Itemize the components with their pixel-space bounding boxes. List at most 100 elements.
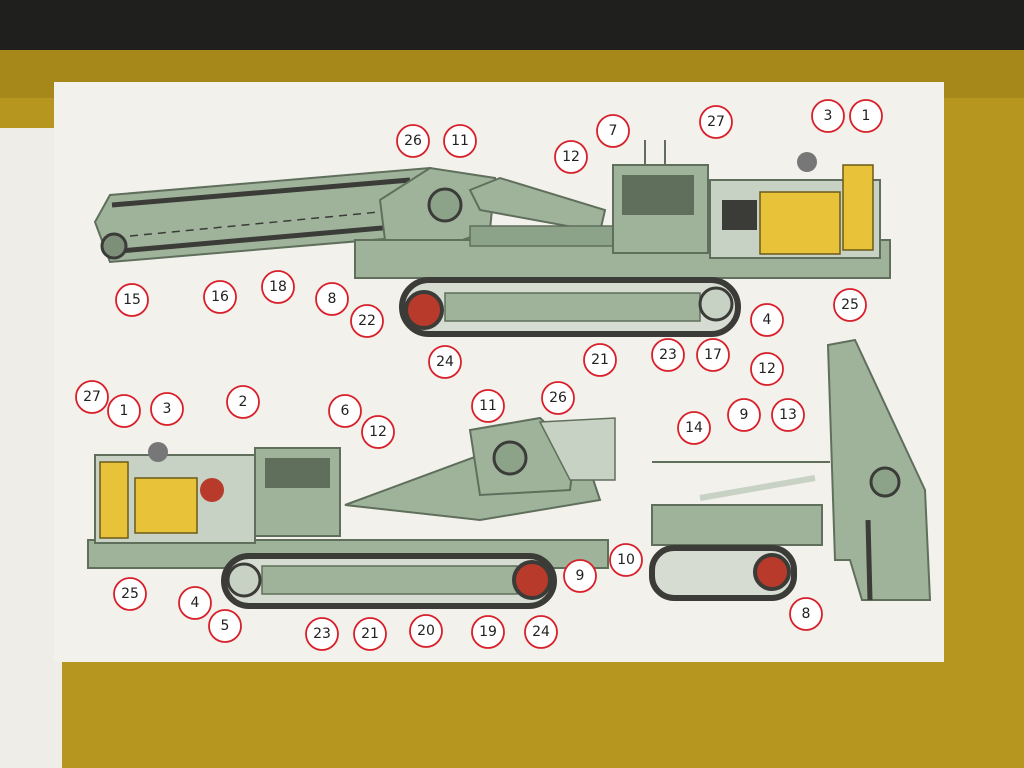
callout-9: 9 <box>563 559 597 593</box>
callout-23: 23 <box>305 617 339 651</box>
callout-label: 16 <box>211 289 229 305</box>
callout-6: 6 <box>328 394 362 428</box>
callout-11: 11 <box>471 389 505 423</box>
callout-label: 1 <box>862 108 871 124</box>
detail-sprocket <box>753 553 791 591</box>
callout-label: 2 <box>239 394 248 410</box>
chassis-frame-top <box>469 225 616 247</box>
callout-label: 19 <box>479 624 497 640</box>
callout-circle <box>328 394 362 428</box>
callout-circle <box>524 615 558 649</box>
callout-24: 24 <box>428 345 462 379</box>
callout-circle <box>789 597 823 631</box>
callout-circle <box>583 343 617 377</box>
callout-label: 14 <box>685 420 703 436</box>
callout-label: 12 <box>758 361 776 377</box>
callout-label: 9 <box>576 568 585 584</box>
track-frame-top <box>444 292 701 322</box>
callout-label: 24 <box>532 624 550 640</box>
callout-8: 8 <box>315 282 349 316</box>
idler-wheel-top <box>698 286 734 322</box>
callout-circle <box>554 140 588 174</box>
callout-12: 12 <box>361 415 395 449</box>
callout-circle <box>226 385 260 419</box>
callout-label: 26 <box>404 133 422 149</box>
left-neighbor-board <box>0 128 62 768</box>
fuel-tank-side <box>99 461 129 539</box>
lift-arm-top <box>468 176 607 234</box>
callout-label: 25 <box>841 297 859 313</box>
callout-circle <box>811 99 845 133</box>
callout-circle <box>833 288 867 322</box>
callout-label: 26 <box>549 390 567 406</box>
callout-label: 10 <box>617 552 635 568</box>
callout-27: 27 <box>75 380 109 414</box>
callout-22: 22 <box>350 304 384 338</box>
callout-circle <box>261 270 295 304</box>
callout-3: 3 <box>150 392 184 426</box>
callout-8: 8 <box>789 597 823 631</box>
pivot-wheel-side <box>492 440 528 476</box>
callout-label: 8 <box>328 291 337 307</box>
callout-label: 27 <box>83 389 101 405</box>
callout-label: 12 <box>369 424 387 440</box>
callout-label: 22 <box>358 313 376 329</box>
callout-7: 7 <box>596 114 630 148</box>
callout-21: 21 <box>353 617 387 651</box>
callout-circle <box>150 392 184 426</box>
callout-26: 26 <box>541 381 575 415</box>
callout-label: 9 <box>740 407 749 423</box>
callout-label: 11 <box>451 133 469 149</box>
callout-circle <box>727 398 761 432</box>
callout-4: 4 <box>178 586 212 620</box>
callout-circle <box>443 124 477 158</box>
cab-window-side <box>265 458 330 488</box>
callout-label: 21 <box>361 626 379 642</box>
callout-circle <box>563 559 597 593</box>
callout-11: 11 <box>443 124 477 158</box>
boom-stub-side <box>538 417 616 481</box>
callout-label: 11 <box>479 398 497 414</box>
callout-14: 14 <box>677 411 711 445</box>
callout-label: 21 <box>591 352 609 368</box>
callout-25: 25 <box>833 288 867 322</box>
callout-circle <box>771 398 805 432</box>
callout-circle <box>113 577 147 611</box>
callout-circle <box>651 338 685 372</box>
track-frame-side <box>261 565 518 595</box>
callout-13: 13 <box>771 398 805 432</box>
detail-ram <box>699 475 816 501</box>
callout-circle <box>305 617 339 651</box>
callout-label: 3 <box>163 401 172 417</box>
pivot-wheel-top <box>427 187 463 223</box>
callout-1: 1 <box>849 99 883 133</box>
callout-circle <box>350 304 384 338</box>
callout-circle <box>609 543 643 577</box>
callout-label: 13 <box>779 407 797 423</box>
callout-20: 20 <box>409 614 443 648</box>
top-dark-band <box>0 0 1024 50</box>
idler-wheel-side <box>226 562 262 598</box>
callout-circle <box>409 614 443 648</box>
callout-circle <box>428 345 462 379</box>
callout-label: 23 <box>313 626 331 642</box>
callout-label: 25 <box>121 586 139 602</box>
drive-sprocket-side <box>512 560 552 600</box>
callout-label: 20 <box>417 623 435 639</box>
pump-side <box>200 478 224 502</box>
callout-16: 16 <box>203 280 237 314</box>
callout-label: 12 <box>562 149 580 165</box>
callout-12: 12 <box>750 352 784 386</box>
callout-circle <box>750 352 784 386</box>
machine-rear-detail <box>649 338 932 601</box>
callout-17: 17 <box>696 338 730 372</box>
callout-circle <box>115 283 149 317</box>
detail-chassis <box>651 504 823 546</box>
callout-circle <box>541 381 575 415</box>
callout-4: 4 <box>750 303 784 337</box>
callout-19: 19 <box>471 615 505 649</box>
callout-circle <box>471 615 505 649</box>
machine-side-view <box>87 416 616 609</box>
